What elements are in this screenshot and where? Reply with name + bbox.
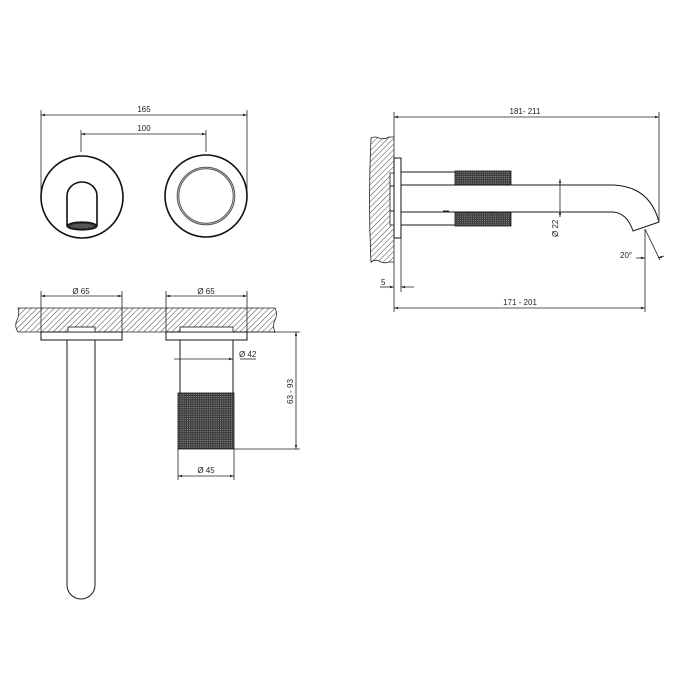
dimension-d65-handle-label: Ø 65 — [197, 287, 215, 296]
spout-rosette-front — [40, 155, 124, 239]
knurled-handle-top — [177, 392, 235, 450]
handle-top — [165, 326, 248, 450]
knurled-handle-upper — [454, 170, 512, 186]
wall-section — [369, 136, 395, 264]
dimension-181-211-label: 181- 211 — [510, 107, 542, 116]
side-view: 181- 211 Ø 22 20° 5 171 - 201 — [369, 107, 665, 312]
spout-outlet — [612, 184, 660, 232]
wall-section-top — [15, 307, 277, 333]
dimension-d22-label: Ø 22 — [551, 219, 560, 237]
dimension-d42-label: Ø 42 — [239, 350, 257, 359]
spout-top — [40, 326, 123, 600]
knurled-handle-lower — [454, 211, 512, 227]
dimension-d45-label: Ø 45 — [197, 466, 215, 475]
front-view: 165 100 — [40, 105, 248, 239]
dimension-63-93-label: 63 - 93 — [286, 379, 295, 404]
dimension-d65-spout-label: Ø 65 — [72, 287, 90, 296]
dimension-165: 165 — [40, 105, 248, 195]
flange-plate — [393, 157, 402, 239]
dimension-171-201-label: 171 - 201 — [503, 298, 537, 307]
dimension-165-label: 165 — [137, 105, 151, 114]
handle-rosette-front — [164, 154, 248, 238]
dimension-100: 100 — [80, 124, 207, 152]
dimension-100-label: 100 — [137, 124, 151, 133]
dimension-5-label: 5 — [381, 278, 386, 287]
dimension-20deg-label: 20° — [620, 251, 632, 260]
top-section-view: Ø 65 Ø 65 Ø 42 Ø 45 63 - 93 — [15, 287, 300, 600]
